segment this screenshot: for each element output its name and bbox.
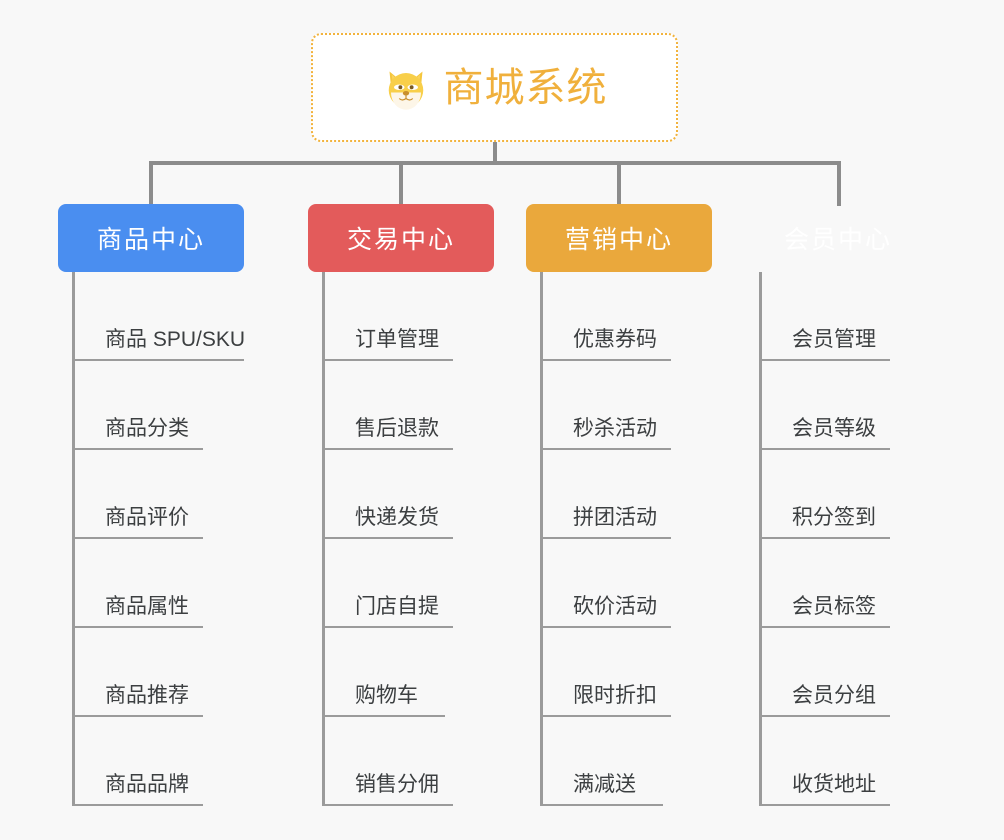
category-header-3[interactable]: 会员中心	[783, 226, 892, 254]
list-item-label: 砍价活动	[543, 596, 671, 628]
root-title: 商城系统	[443, 65, 608, 110]
list-item[interactable]: 秒杀活动	[540, 361, 712, 450]
category-items-0: 商品 SPU/SKU 商品分类 商品评价 商品属性 商品推荐 商品品牌	[58, 272, 245, 806]
list-item[interactable]: 购物车	[322, 628, 494, 717]
item-spine-2	[540, 272, 543, 806]
list-item-label: 秒杀活动	[543, 418, 671, 450]
list-item[interactable]: 快递发货	[322, 450, 494, 539]
category-header-1[interactable]: 交易中心	[308, 204, 494, 272]
list-item-label: 商品 SPU/SKU	[75, 329, 245, 361]
category-items-1: 订单管理 售后退款 快递发货 门店自提 购物车 销售分佣	[308, 272, 494, 806]
list-item[interactable]: 会员等级	[759, 361, 931, 450]
list-item[interactable]: 优惠券码	[540, 272, 712, 361]
list-item[interactable]: 限时折扣	[540, 628, 712, 717]
connector-drop-4	[837, 161, 841, 206]
list-item-label: 销售分佣	[325, 774, 453, 806]
connector-drop-2	[399, 161, 403, 206]
list-item[interactable]: 售后退款	[322, 361, 494, 450]
item-spine-0	[72, 272, 75, 806]
list-item[interactable]: 商品推荐	[72, 628, 244, 717]
list-item-label: 满减送	[543, 774, 663, 806]
list-item[interactable]: 商品属性	[72, 539, 244, 628]
list-item[interactable]: 拼团活动	[540, 450, 712, 539]
category-header-0[interactable]: 商品中心	[58, 204, 244, 272]
category-column-1: 交易中心 订单管理 售后退款 快递发货 门店自提 购物车 销售分佣	[308, 204, 494, 806]
list-item[interactable]: 门店自提	[322, 539, 494, 628]
category-items-3: 会员管理 会员等级 积分签到 会员标签 会员分组 收货地址	[745, 272, 931, 806]
list-item-label: 商品评价	[75, 507, 203, 539]
connector-root-stem	[493, 142, 497, 164]
list-item[interactable]: 收货地址	[759, 717, 931, 806]
category-column-0: 商品中心 商品 SPU/SKU 商品分类 商品评价 商品属性 商品推荐 商品品牌	[58, 204, 245, 806]
category-column-2: 营销中心 优惠券码 秒杀活动 拼团活动 砍价活动 限时折扣 满减送	[526, 204, 712, 806]
category-header-2[interactable]: 营销中心	[526, 204, 712, 272]
list-item[interactable]: 商品品牌	[72, 717, 244, 806]
list-item-label: 商品属性	[75, 596, 203, 628]
list-item[interactable]: 砍价活动	[540, 539, 712, 628]
list-item[interactable]: 满减送	[540, 717, 712, 806]
list-item-label: 拼团活动	[543, 507, 671, 539]
list-item-label: 快递发货	[325, 507, 453, 539]
list-item[interactable]: 销售分佣	[322, 717, 494, 806]
connector-drop-3	[617, 161, 621, 206]
item-spine-1	[322, 272, 325, 806]
list-item-label: 订单管理	[325, 329, 453, 361]
category-column-3: 会员中心 会员管理 会员等级 积分签到 会员标签 会员分组 收货地址	[745, 204, 931, 806]
list-item-label: 商品分类	[75, 418, 203, 450]
list-item-label: 积分签到	[762, 507, 890, 539]
list-item[interactable]: 会员管理	[759, 272, 931, 361]
list-item[interactable]: 商品分类	[72, 361, 244, 450]
list-item-label: 商品品牌	[75, 774, 203, 806]
list-item-label: 门店自提	[325, 596, 453, 628]
shiba-dog-face-icon	[388, 71, 423, 110]
list-item[interactable]: 积分签到	[759, 450, 931, 539]
list-item[interactable]: 会员分组	[759, 628, 931, 717]
list-item[interactable]: 商品 SPU/SKU	[72, 272, 245, 361]
list-item-label: 会员管理	[762, 329, 890, 361]
list-item[interactable]: 会员标签	[759, 539, 931, 628]
root-node[interactable]: 商城系统	[311, 33, 678, 142]
list-item-label: 售后退款	[325, 418, 453, 450]
list-item-label: 商品推荐	[75, 685, 203, 717]
list-item-label: 会员分组	[762, 685, 890, 717]
category-items-2: 优惠券码 秒杀活动 拼团活动 砍价活动 限时折扣 满减送	[526, 272, 712, 806]
list-item-label: 会员等级	[762, 418, 890, 450]
list-item-label: 收货地址	[762, 774, 890, 806]
list-item-label: 购物车	[325, 685, 445, 717]
item-spine-3	[759, 272, 762, 806]
list-item-label: 限时折扣	[543, 685, 671, 717]
list-item[interactable]: 商品评价	[72, 450, 244, 539]
connector-drop-1	[149, 161, 153, 206]
list-item[interactable]: 订单管理	[322, 272, 494, 361]
list-item-label: 会员标签	[762, 596, 890, 628]
connector-horizontal-bus	[150, 161, 840, 165]
list-item-label: 优惠券码	[543, 329, 671, 361]
